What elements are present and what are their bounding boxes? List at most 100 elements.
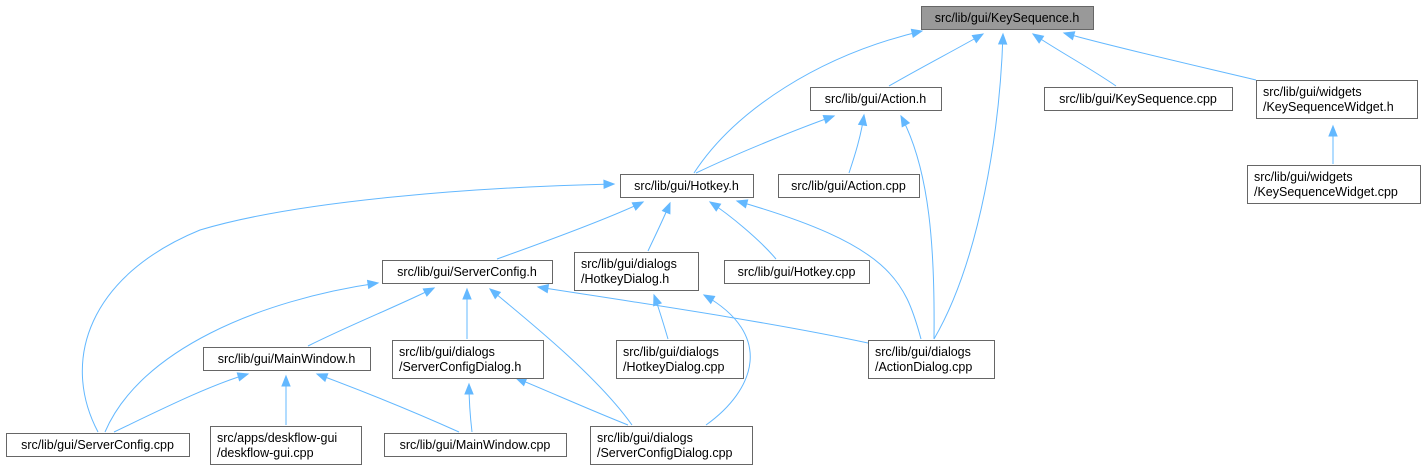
node-label: src/lib/gui/MainWindow.cpp bbox=[400, 438, 551, 452]
node-label: src/lib/gui/dialogs bbox=[399, 345, 495, 359]
edge-serverconfigdialog-h-to-serverconfig-h bbox=[462, 287, 472, 339]
node-box bbox=[384, 433, 567, 457]
edge-line bbox=[703, 294, 751, 426]
edge-arrowhead-icon bbox=[653, 293, 663, 307]
node-hotkeydialog-cpp[interactable]: src/lib/gui/dialogs/HotkeyDialog.cpp bbox=[616, 340, 744, 379]
edge-arrowhead-icon bbox=[462, 287, 472, 300]
node-box bbox=[921, 6, 1094, 30]
node-action-cpp[interactable]: src/lib/gui/Action.cpp bbox=[778, 174, 920, 198]
node-deskflow-gui-cpp[interactable]: src/apps/deskflow-gui/deskflow-gui.cpp bbox=[210, 426, 362, 465]
edge-arrowhead-icon bbox=[702, 294, 716, 305]
edge-line bbox=[695, 115, 835, 174]
edge-arrowhead-icon bbox=[236, 372, 250, 382]
node-serverconfig-cpp[interactable]: src/lib/gui/ServerConfig.cpp bbox=[6, 433, 190, 457]
edge-action-cpp-to-action-h bbox=[848, 113, 868, 174]
node-box bbox=[210, 426, 362, 465]
node-label: /deskflow-gui.cpp bbox=[217, 446, 314, 460]
edge-arrowhead-icon bbox=[1031, 33, 1045, 44]
edge-line bbox=[709, 201, 777, 260]
edge-line bbox=[316, 373, 460, 433]
edge-arrowhead-icon bbox=[631, 201, 645, 211]
edge-arrowhead-icon bbox=[708, 201, 722, 212]
edge-arrowhead-icon bbox=[971, 33, 985, 44]
edge-line bbox=[489, 288, 633, 426]
edge-mainwindow-cpp-to-serverconfigdialog-h bbox=[464, 382, 474, 433]
edge-serverconfig-cpp-to-hotkey-h bbox=[81, 179, 616, 433]
edge-arrowhead-icon bbox=[603, 179, 616, 189]
edge-arrowhead-icon bbox=[661, 201, 671, 215]
node-actiondialog-cpp[interactable]: src/lib/gui/dialogs/ActionDialog.cpp bbox=[868, 340, 995, 379]
edge-mainwindow-h-to-serverconfig-h bbox=[307, 287, 436, 347]
nodes-layer: src/lib/gui/KeySequence.h src/lib/gui/Act… bbox=[6, 6, 1421, 465]
node-label: src/lib/gui/Hotkey.h bbox=[634, 179, 739, 193]
edge-line bbox=[496, 201, 644, 260]
node-label: src/lib/gui/ServerConfig.cpp bbox=[21, 438, 174, 452]
node-box bbox=[382, 260, 553, 284]
edge-arrowhead-icon bbox=[536, 283, 550, 294]
node-box bbox=[810, 87, 942, 111]
node-label: src/lib/gui/widgets bbox=[1263, 85, 1362, 99]
node-hotkey-cpp[interactable]: src/lib/gui/Hotkey.cpp bbox=[724, 260, 870, 284]
node-keysequencewidget-h[interactable]: src/lib/gui/widgets/KeySequenceWidget.h bbox=[1256, 80, 1418, 119]
node-box bbox=[590, 426, 753, 465]
edge-hotkey-h-to-action-h bbox=[695, 115, 836, 174]
node-label: src/lib/gui/MainWindow.h bbox=[218, 352, 356, 366]
edge-hotkeydialog-cpp-to-hotkeydialog-h bbox=[653, 293, 669, 340]
edge-arrowhead-icon bbox=[997, 32, 1008, 45]
node-label: /HotkeyDialog.cpp bbox=[623, 360, 724, 374]
node-label: /KeySequenceWidget.cpp bbox=[1254, 185, 1398, 199]
edge-line bbox=[537, 286, 869, 344]
node-hotkeydialog-h[interactable]: src/lib/gui/dialogs/HotkeyDialog.h bbox=[574, 252, 699, 291]
edge-arrowhead-icon bbox=[281, 374, 291, 387]
node-box bbox=[6, 433, 190, 457]
edge-keysequencewidget-cpp-to-keysequencewidget-h bbox=[1328, 124, 1338, 164]
edge-line bbox=[104, 282, 379, 433]
node-keysequencewidget-cpp[interactable]: src/lib/gui/widgets/KeySequenceWidget.cp… bbox=[1247, 165, 1421, 204]
node-serverconfig-h[interactable]: src/lib/gui/ServerConfig.h bbox=[382, 260, 553, 284]
edge-actiondialog-cpp-to-action-h bbox=[900, 114, 935, 340]
node-action-h[interactable]: src/lib/gui/Action.h bbox=[810, 87, 942, 111]
edge-actiondialog-cpp-to-hotkey-h bbox=[735, 199, 922, 340]
edge-serverconfigdialog-cpp-to-hotkeydialog-h bbox=[702, 294, 751, 426]
edge-line bbox=[693, 30, 923, 174]
edge-arrowhead-icon bbox=[900, 114, 911, 128]
edge-arrowhead-icon bbox=[910, 28, 924, 39]
node-label: src/lib/gui/dialogs bbox=[623, 345, 719, 359]
node-serverconfigdialog-cpp[interactable]: src/lib/gui/dialogs/ServerConfigDialog.c… bbox=[590, 426, 753, 465]
node-label: src/lib/gui/Action.cpp bbox=[791, 179, 906, 193]
edge-hotkeydialog-h-to-hotkey-h bbox=[647, 201, 671, 252]
edge-arrowhead-icon bbox=[488, 288, 502, 300]
node-box bbox=[778, 174, 920, 198]
node-keysequence-cpp[interactable]: src/lib/gui/KeySequence.cpp bbox=[1044, 87, 1233, 111]
node-hotkey-h[interactable]: src/lib/gui/Hotkey.h bbox=[620, 174, 754, 198]
node-mainwindow-h[interactable]: src/lib/gui/MainWindow.h bbox=[203, 347, 371, 371]
edge-line bbox=[515, 377, 629, 426]
edge-line bbox=[888, 33, 984, 87]
edge-arrowhead-icon bbox=[857, 113, 868, 127]
node-serverconfigdialog-h[interactable]: src/lib/gui/dialogs/ServerConfigDialog.h bbox=[392, 340, 544, 379]
edge-arrowhead-icon bbox=[822, 115, 836, 124]
edge-line bbox=[1032, 33, 1117, 87]
edges-layer bbox=[81, 28, 1338, 433]
edge-line bbox=[113, 373, 249, 433]
edge-hotkey-cpp-to-hotkey-h bbox=[708, 201, 777, 260]
edge-line bbox=[900, 115, 935, 340]
node-label: src/lib/gui/KeySequence.cpp bbox=[1059, 92, 1217, 106]
edge-arrowhead-icon bbox=[514, 377, 528, 387]
edge-line bbox=[307, 287, 435, 347]
node-box bbox=[724, 260, 870, 284]
edge-line bbox=[736, 200, 922, 340]
node-mainwindow-cpp[interactable]: src/lib/gui/MainWindow.cpp bbox=[384, 433, 567, 457]
node-box bbox=[392, 340, 544, 379]
edge-serverconfig-h-to-hotkey-h bbox=[496, 201, 645, 260]
edge-action-h-to-keysequence-h bbox=[888, 33, 985, 87]
edge-line bbox=[1063, 32, 1257, 81]
node-box bbox=[574, 252, 699, 291]
edge-arrowhead-icon bbox=[735, 199, 749, 209]
node-keysequence-h[interactable]: src/lib/gui/KeySequence.h bbox=[921, 6, 1094, 30]
edge-line bbox=[933, 33, 1004, 340]
edge-serverconfigdialog-cpp-to-serverconfigdialog-h bbox=[514, 377, 629, 426]
edge-serverconfig-cpp-to-mainwindow-h bbox=[113, 372, 250, 433]
node-label: /KeySequenceWidget.h bbox=[1263, 100, 1394, 114]
